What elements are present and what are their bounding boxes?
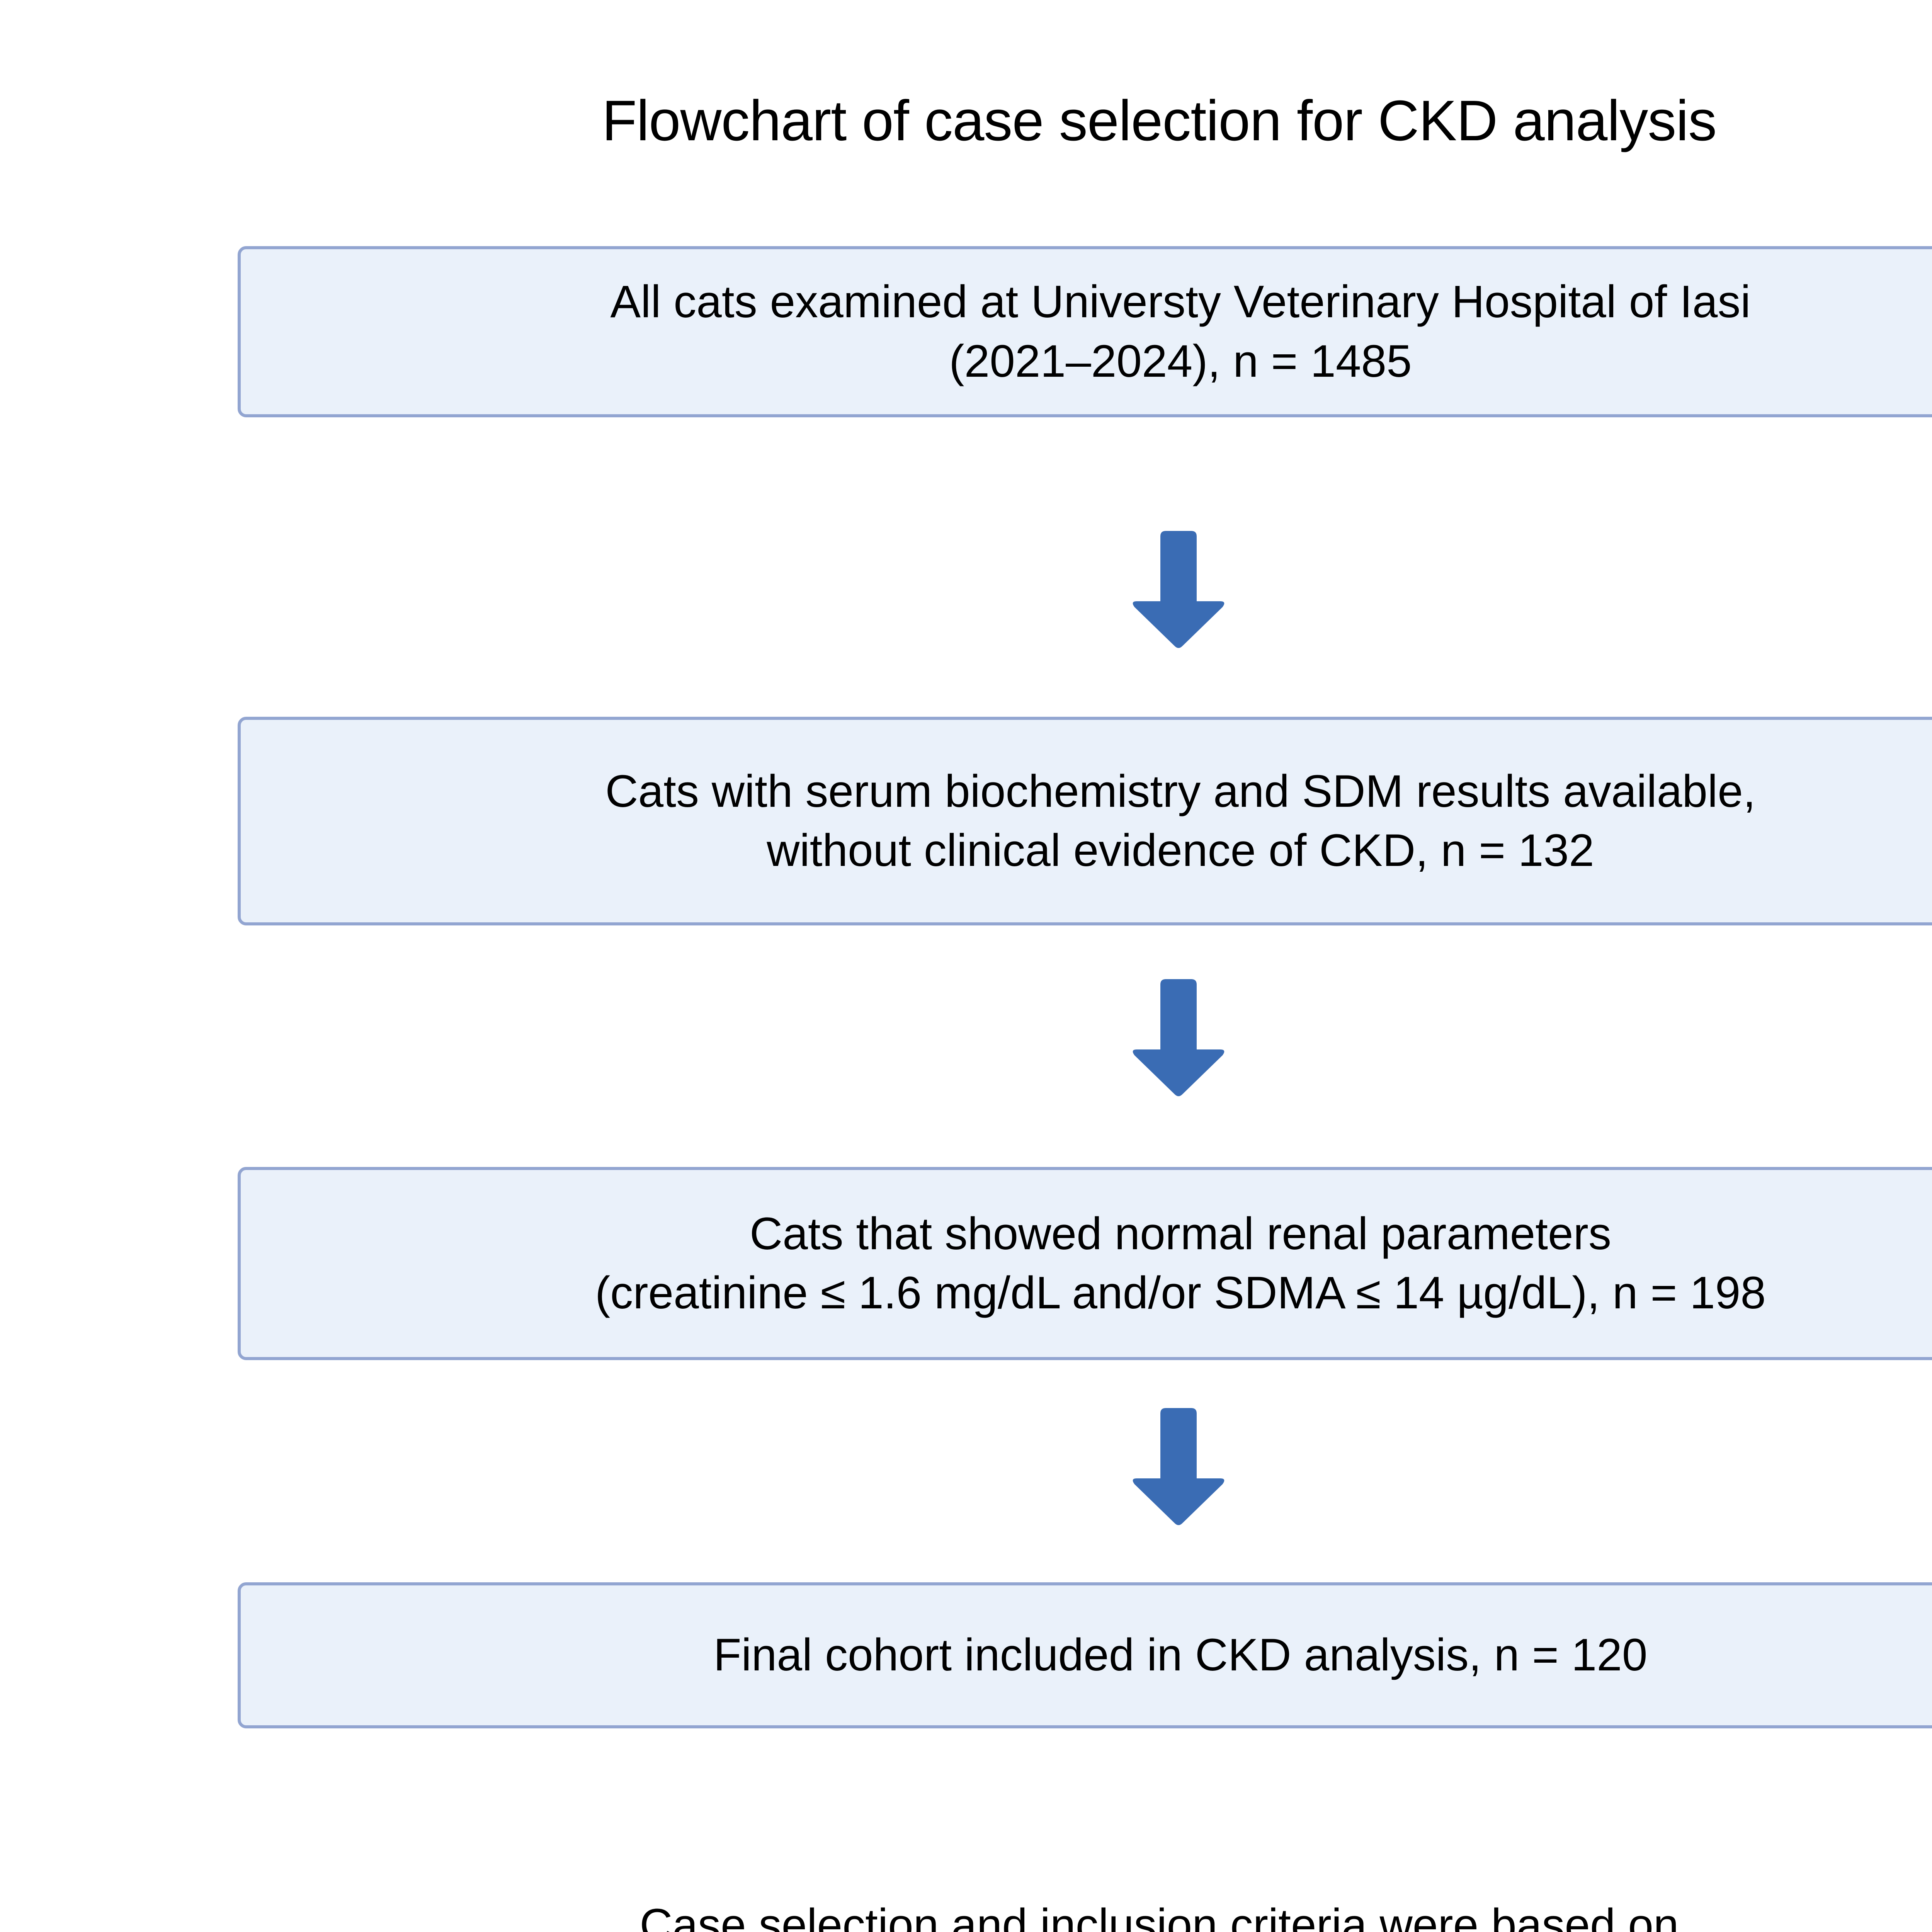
flow-node-cats-with-biochemistry-sdm: Cats with serum biochemistry and SDM res…: [238, 717, 1932, 925]
flow-node-line-2: (creatinine ≤ 1.6 mg/dL and/or SDMA ≤ 14…: [595, 1267, 1766, 1318]
flow-node-line-2: (2021–2024), n = 1485: [949, 335, 1412, 387]
arrow-down-icon-2: [1121, 974, 1236, 1101]
flow-node-line-1: Final cohort included in CKD analysis, n…: [713, 1629, 1648, 1681]
flow-node-text: Cats that showed normal renal parameters…: [241, 1204, 1932, 1323]
flow-node-text: All cats examined at Universty Veterinar…: [241, 272, 1932, 391]
footnote-line-1: Case selection and inclusion criteria we…: [639, 1900, 1679, 1932]
arrow-down-icon-1: [1121, 526, 1236, 653]
flow-node-text: Cats with serum biochemistry and SDM res…: [241, 762, 1932, 881]
flow-node-cats-normal-renal-parameters: Cats that showed normal renal parameters…: [238, 1167, 1932, 1360]
flow-node-all-cats-examined: All cats examined at Universty Veterinar…: [238, 246, 1932, 417]
flow-node-line-1: Cats with serum biochemistry and SDM res…: [605, 765, 1756, 817]
flow-node-line-2: without clinical evidence of CKD, n = 13…: [767, 825, 1594, 876]
footnote: Case selection and inclusion criteria we…: [0, 1895, 1932, 1932]
arrow-down-icon-3: [1121, 1403, 1236, 1530]
flow-node-final-cohort: Final cohort included in CKD analysis, n…: [238, 1582, 1932, 1728]
flow-node-line-1: Cats that showed normal renal parameters: [750, 1208, 1611, 1259]
flow-node-text: Final cohort included in CKD analysis, n…: [241, 1626, 1932, 1685]
page-title: Flowchart of case selection for CKD anal…: [602, 89, 1717, 153]
flow-node-line-1: All cats examined at Universty Veterinar…: [610, 276, 1751, 328]
